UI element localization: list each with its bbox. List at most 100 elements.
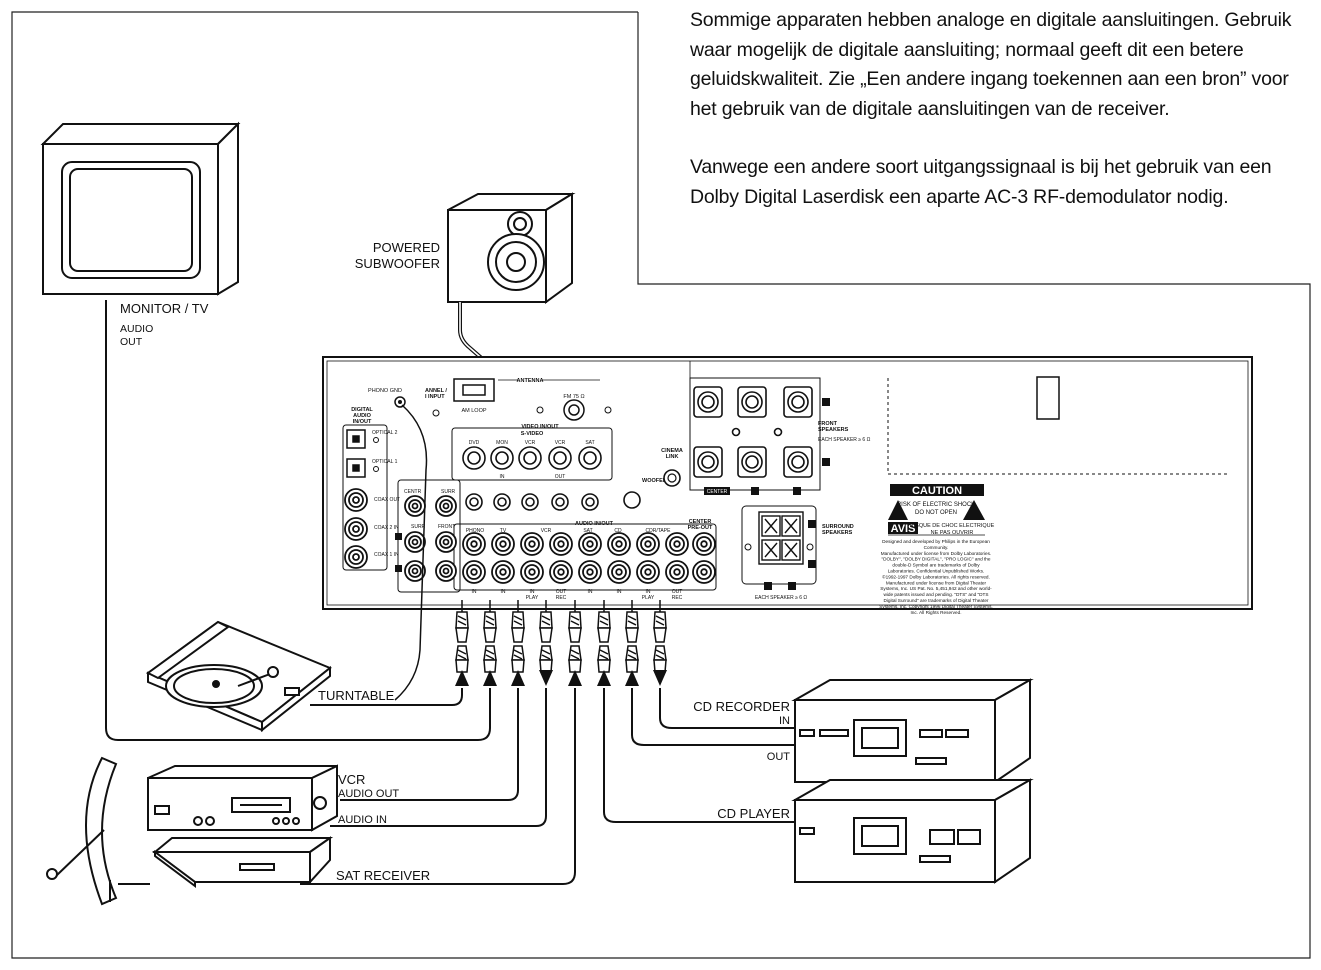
front-speaker-terminals [693,386,813,478]
surr-label-2: SURR [411,524,426,530]
surround-each-speaker-label: EACH SPEAKER ≥ 6 Ω [755,595,808,601]
audio-label-cd: CD [614,528,622,534]
rca-jack [578,532,602,556]
cd-recorder-out-label: OUT [767,751,791,763]
video-label-dvd: DVD [469,440,480,446]
coax1-label: COAX 1 IN [374,552,399,558]
vcr-icon [147,764,338,832]
subwoofer-icon [447,192,576,304]
rca-jack [636,532,660,556]
rca-jack [491,532,515,556]
audio-rca-jacks [462,532,716,584]
jack-direction-label: IN [472,589,477,595]
phono-gnd-label: PHONO GND [368,388,402,394]
am-loop-label: AM LOOP [461,408,486,414]
legal-line: Systems, Inc. Copyright 1996 Digital The… [879,604,993,609]
rca-jack [520,560,544,584]
jack-direction-label: IN [530,589,535,595]
surround-speaker-terminals [758,511,804,565]
cd-recorder-icon [791,678,1034,784]
rca-plug [597,600,611,680]
rca-jack [462,532,486,556]
optical-jacks [346,429,366,478]
legal-line: double-D Symbol are trademarks of Dolby [892,563,980,568]
video-label-vcr1: VCR [525,440,536,446]
tv-label: MONITOR / TV [120,301,209,316]
jack-direction-label: PLAY [526,595,539,601]
rca-jack [636,560,660,584]
jack-direction-label: IN [646,589,651,595]
vcr-audio-out-label: AUDIO OUT [338,788,399,800]
optical2-label: OPTICAL 2 [372,430,398,436]
arrow-up-icon [597,670,611,686]
legal-line: Designed and developed by Philips in the… [882,539,990,544]
rca-plug [511,600,525,680]
coax-out-label: COAX OUT [374,497,400,503]
vcr-label: VCR [338,772,365,787]
video-in-label: IN [500,474,505,480]
subwoofer-out-label: WOOFER [642,478,667,484]
intro-paragraph-1: Sommige apparaten hebben analoge en digi… [690,9,1292,120]
rca-plug [568,600,582,680]
video-composite-jacks [465,493,599,511]
speaker-terminal [693,446,723,478]
turntable-icon [145,620,332,733]
audio-cables [105,300,800,885]
speaker-terminal [737,446,767,478]
speaker-terminal [693,386,723,418]
video-label-sat: SAT [585,440,594,446]
legal-line: Digital Surround" are trademarks of Digi… [883,598,988,603]
rca-plug [539,600,553,680]
sat-receiver-label: SAT RECEIVER [336,868,430,883]
exclamation-warning-icon [963,500,985,520]
phono-ground-wire [394,404,428,701]
jack-direction-label: REC [672,595,683,601]
jack-direction-label: IN [588,589,593,595]
arrow-up-icon [455,670,469,686]
cd-recorder-in-label: IN [779,715,790,727]
rca-jack [549,532,573,556]
jack-direction-label: IN [617,589,622,595]
legal-line: Community. [924,545,949,550]
centr-label: CENTR [404,489,422,495]
legal-line: Inc. All Rights Reserved. [910,610,961,615]
legal-line: ©1992-1997 Dolby Laboratories. All right… [882,573,990,579]
optical1-label: OPTICAL 1 [372,459,398,465]
video-label-vcr2: VCR [555,440,566,446]
subwoofer-label-2: SUBWOOFER [355,256,440,271]
cd-player-icon [791,778,1034,884]
avis-label: AVIS [891,523,916,535]
rca-jack [462,560,486,584]
front-label: FRONT [438,524,455,530]
rca-jack [607,560,631,584]
center-label: CENTER [707,489,728,495]
rca-plug [653,600,667,680]
svideo-jacks [462,446,602,470]
tv-audio-label: AUDIO [120,323,153,335]
coax-jacks [344,488,368,569]
video-out-label: OUT [555,474,566,480]
jack-direction-label: OUT [556,589,567,595]
legal-line: Systems, Inc. US Pat. No. 5,451,942 and … [880,586,992,591]
arrow-down-icon [539,670,553,686]
legal-text: Designed and developed by Philips in the… [879,539,993,615]
cd-recorder-label: CD RECORDER [693,699,790,714]
front-each-speaker-label: EACH SPEAKER ≥ 6 Ω [818,437,871,443]
fm-label: FM 75 Ω [563,394,584,400]
rca-jack [692,532,716,556]
video-label-mon: MON [496,440,508,446]
jack-direction-label: REC [556,595,567,601]
surr-label: SURR [441,489,456,495]
diagram-frame [11,11,1311,959]
intro-text: Sommige apparaten hebben analoge en digi… [690,6,1315,212]
tv-out-label: OUT [120,336,143,348]
rca-plug [625,600,639,680]
signal-arrows [455,670,667,686]
rca-jack [665,560,689,584]
rca-jack [692,560,716,584]
intro-paragraph-2: Vanwege een andere soort uitgangssignaal… [690,156,1272,208]
